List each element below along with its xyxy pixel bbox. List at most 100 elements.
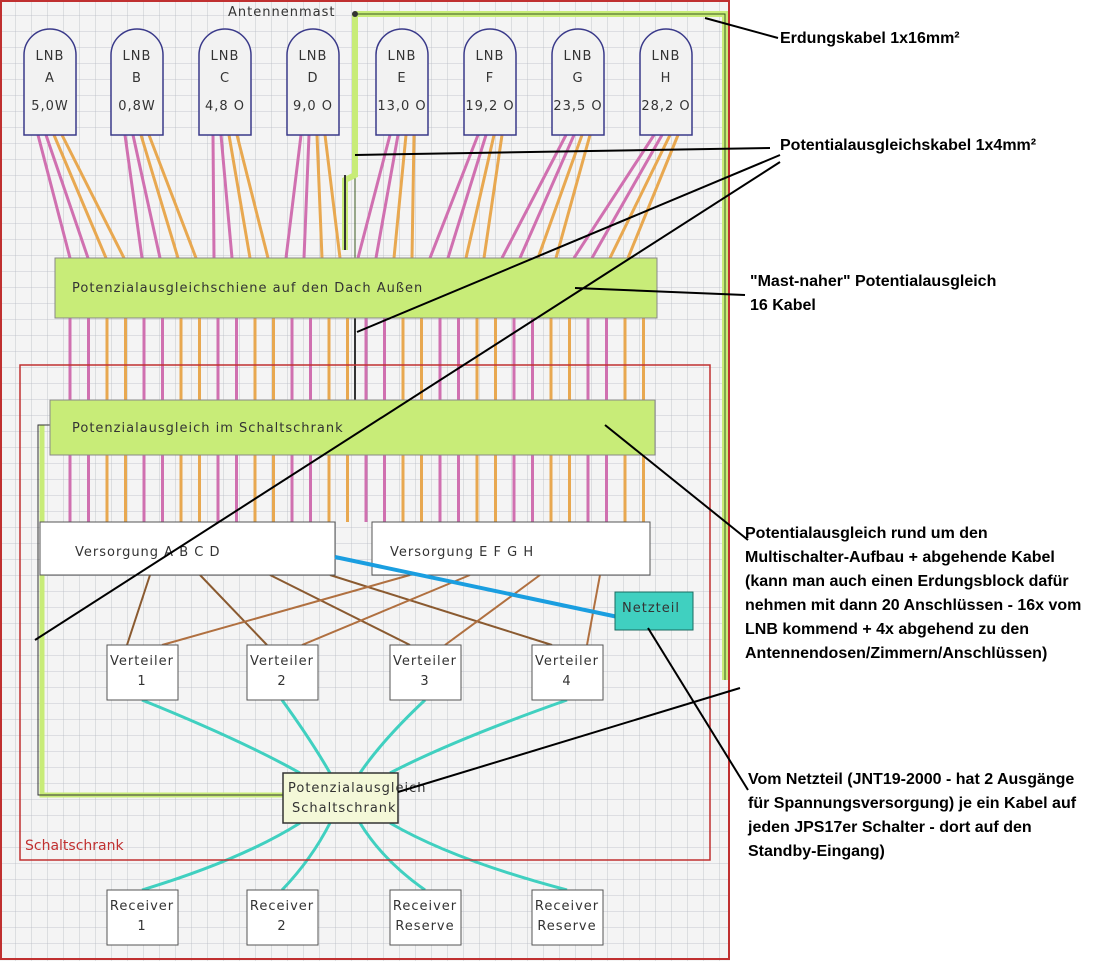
lnb-cable bbox=[374, 134, 400, 259]
splitter-label: Verteiler bbox=[250, 654, 314, 669]
cabinet-bonding-box bbox=[282, 772, 399, 824]
switch-output-cable bbox=[269, 574, 411, 646]
splitter-sub: 4 bbox=[562, 674, 571, 689]
splitter-cable bbox=[280, 699, 332, 774]
splitter-2: Verteiler 2 bbox=[246, 644, 319, 701]
lnb-cable bbox=[590, 134, 664, 259]
roof-bar-label: Potenzialausgleichschiene auf den Dach A… bbox=[72, 281, 423, 296]
annotation-power-supply: Vom Netzteil (JNT19-2000 - hat 2 Ausgäng… bbox=[748, 771, 1077, 860]
lnb-cable bbox=[518, 134, 576, 259]
switch-output-cable bbox=[126, 574, 151, 646]
switch-output-cable bbox=[444, 574, 541, 646]
cabinet-bonding-bar bbox=[49, 399, 656, 456]
lnb-cable bbox=[211, 134, 216, 259]
lnb-cable bbox=[227, 134, 252, 259]
lnb-cable bbox=[60, 134, 126, 259]
power-supply-box bbox=[614, 591, 694, 631]
annotation-bonding-cable: Potentialausgleichskabel 1x4mm² bbox=[780, 137, 1037, 154]
lnb-cable bbox=[323, 134, 342, 259]
splitter-cable bbox=[358, 698, 427, 774]
lnb-letter: C bbox=[220, 71, 230, 86]
receiver-cable bbox=[141, 821, 301, 892]
lnb-title: LNB bbox=[388, 49, 417, 64]
splitter-cable bbox=[141, 698, 301, 775]
splitter-label: Verteiler bbox=[393, 654, 457, 669]
lnb-cable bbox=[302, 134, 311, 259]
receiver-sub: Reserve bbox=[537, 919, 596, 934]
lnb-position: 13,0 O bbox=[377, 99, 426, 114]
receiver-sub: Reserve bbox=[395, 919, 454, 934]
lnb-cable bbox=[554, 134, 592, 259]
mast-label: Antennenmast bbox=[228, 5, 335, 20]
lnb-cable bbox=[219, 134, 234, 259]
splitter-sub: 1 bbox=[137, 674, 146, 689]
receiver-cable bbox=[389, 821, 568, 892]
mast-near-line1: "Mast-naher" Potentialausgleich bbox=[750, 273, 997, 290]
lnb-g: LNB G 23,5 O bbox=[551, 28, 605, 136]
lnb-position: 5,0W bbox=[31, 99, 69, 114]
lnb-cable bbox=[356, 134, 392, 259]
lnb-title: LNB bbox=[299, 49, 328, 64]
lnb-cable bbox=[626, 134, 680, 259]
receiver-sub: 1 bbox=[137, 919, 146, 934]
lnb-letter: A bbox=[45, 71, 55, 86]
cabinet-bonding-line1: Potenzialausgleich bbox=[288, 781, 427, 796]
cabinet-label: Schaltschrank bbox=[25, 838, 124, 854]
splitter-sub: 3 bbox=[420, 674, 429, 689]
splitter-sub: 2 bbox=[277, 674, 286, 689]
lnb-cable bbox=[608, 134, 672, 259]
supply-box-efgh bbox=[371, 521, 651, 576]
splitter-3: Verteiler 3 bbox=[389, 644, 462, 701]
receiver-cable bbox=[280, 822, 332, 892]
lnb-cable bbox=[52, 134, 108, 259]
supply-left-label: Versorgung A B C D bbox=[75, 545, 220, 560]
lnb-cable bbox=[235, 134, 270, 259]
lnb-cable bbox=[284, 134, 303, 259]
switch-output-cable bbox=[199, 574, 268, 646]
lnb-letter: H bbox=[661, 71, 672, 86]
lnb-title: LNB bbox=[123, 49, 152, 64]
receiver-label: Receiver bbox=[110, 899, 174, 914]
lnb-cable bbox=[428, 134, 480, 259]
receiver-cable bbox=[358, 822, 426, 892]
lnb-letter: G bbox=[572, 71, 583, 86]
lnb-title: LNB bbox=[652, 49, 681, 64]
switch-output-cable bbox=[301, 574, 471, 646]
supply-right-label: Versorgung E F G H bbox=[390, 545, 534, 560]
lnb-title: LNB bbox=[36, 49, 65, 64]
lnb-cable bbox=[572, 134, 656, 259]
splitter-label: Verteiler bbox=[110, 654, 174, 669]
lnb-cable bbox=[131, 134, 162, 259]
cabinet-bonding-line2: Schaltschrank bbox=[292, 801, 397, 816]
splitter-4: Verteiler 4 bbox=[531, 644, 604, 701]
lnb-cable bbox=[482, 134, 504, 259]
lnb-cable bbox=[315, 134, 324, 259]
receiver-sub: 2 bbox=[277, 919, 286, 934]
lnb-title: LNB bbox=[564, 49, 593, 64]
lnb-position: 23,5 O bbox=[553, 99, 602, 114]
annotation-earth-cable: Erdungskabel 1x16mm² bbox=[780, 30, 960, 47]
lnb-title: LNB bbox=[476, 49, 505, 64]
lnb-letter: B bbox=[132, 71, 142, 86]
lnb-letter: E bbox=[397, 71, 406, 86]
lnb-letter: F bbox=[486, 71, 494, 86]
lnb-position: 0,8W bbox=[118, 99, 156, 114]
supply-box-abcd bbox=[39, 521, 336, 576]
splitter-label: Verteiler bbox=[535, 654, 599, 669]
annotation-multiswitch-bonding: Potentialausgleich rund um den Multischa… bbox=[745, 525, 1082, 662]
lnb-title: LNB bbox=[211, 49, 240, 64]
cabinet-border bbox=[19, 364, 711, 861]
annotation-pointers bbox=[34, 17, 781, 793]
lnb-cable bbox=[147, 134, 198, 259]
cabinet-bar-label: Potenzialausgleich im Schaltschrank bbox=[72, 421, 344, 436]
lnb-cable bbox=[44, 134, 90, 259]
lnb-cable bbox=[392, 134, 408, 259]
lnb-cable bbox=[139, 134, 180, 259]
lnb-cable bbox=[536, 134, 584, 259]
